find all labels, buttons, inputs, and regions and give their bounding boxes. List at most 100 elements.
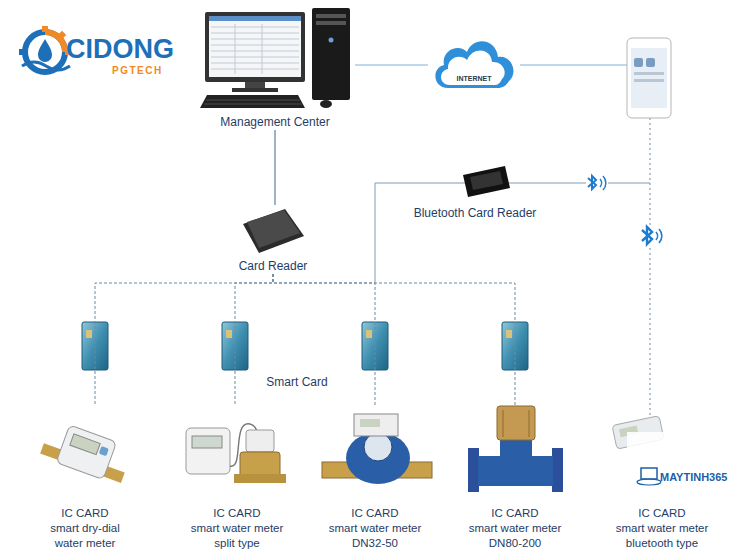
bluetooth-rune (642, 227, 652, 244)
keyboard (200, 95, 305, 108)
mouse (320, 100, 332, 108)
water-meter: IC CARDsmart water meter DN32-50 (305, 405, 445, 551)
phone-screen (631, 48, 667, 108)
meter-head (497, 406, 535, 440)
connector (355, 64, 428, 65)
bluetooth-rune (588, 176, 596, 189)
water-meter-text: smart water meter bluetooth type (612, 521, 712, 551)
symbol-backing (640, 225, 666, 247)
cloud-inner (441, 50, 505, 85)
gear-tooth (42, 26, 48, 32)
key-row (204, 104, 302, 105)
connector (95, 274, 273, 405)
card-reader-device (243, 209, 304, 253)
app-icon (646, 58, 655, 67)
tower (312, 8, 350, 100)
app-line (634, 72, 664, 75)
logo-wave (22, 62, 70, 70)
water-meter-text: smart water meter DN32-50 (325, 521, 425, 551)
signal-arcs (600, 176, 606, 190)
water-meter-text: smart water meter DN80-200 (465, 521, 565, 551)
management-center: Management Center (195, 5, 355, 130)
display-unit (186, 428, 230, 474)
water-meter-text: smart dry-dial water meter (35, 521, 135, 551)
monitor-stand (245, 82, 265, 89)
computer-illustration (200, 8, 350, 108)
lcd (192, 436, 222, 448)
tower-bay (316, 14, 346, 18)
screen (209, 16, 301, 77)
management-center-title: Management Center (220, 115, 329, 130)
reader-top (247, 210, 300, 248)
water-meter-title: IC CARD (213, 506, 260, 521)
watermark-orbit (637, 479, 661, 485)
connector (274, 130, 275, 205)
water-meter-title: IC CARD (491, 506, 538, 521)
meter-head (246, 430, 274, 452)
dn80-meter (468, 406, 563, 492)
dial (364, 433, 392, 461)
signal-arcs (656, 229, 662, 243)
card-slot (99, 446, 109, 456)
split-type-meter (186, 424, 286, 483)
flange (468, 448, 479, 492)
bluetooth-symbol (586, 174, 608, 192)
reader-top (470, 171, 503, 190)
app-icon (634, 58, 643, 67)
cloud-shape (428, 30, 520, 96)
logo-gear (19, 26, 71, 72)
card-reader: Card Reader (228, 205, 318, 274)
phone (627, 38, 671, 118)
logo-subname: PGTECH (112, 65, 182, 77)
monitor-base (232, 88, 278, 92)
card-reader-title: Card Reader (239, 259, 308, 274)
power-light (329, 38, 334, 43)
monitor (205, 12, 305, 82)
water-meter-title: IC CARD (61, 506, 108, 521)
pipe (234, 474, 286, 483)
internet-cloud-title: INTERNET (457, 74, 492, 83)
water-meter-title: IC CARD (638, 506, 685, 521)
water-meter-title: IC CARD (351, 506, 398, 521)
logo-drop (38, 39, 52, 62)
logo-name: CIDONG (66, 34, 196, 65)
bluetooth-wire (375, 183, 650, 184)
water-meter: IC CARDsmart water meter DN80-200 (445, 405, 585, 551)
bluetooth-reader-device (463, 166, 510, 197)
internet-wire (520, 64, 627, 65)
flange (552, 448, 563, 492)
bluetooth-card-reader-title: Bluetooth Card Reader (414, 206, 537, 221)
smart-cards (82, 322, 528, 370)
gear-tooth (19, 49, 25, 55)
tower-bay (316, 21, 346, 25)
key-row (206, 100, 300, 101)
group-label: Smart Card (247, 376, 347, 390)
card-chip (226, 330, 232, 338)
bluetooth-link (650, 118, 651, 418)
meter-body (478, 456, 553, 486)
water-meter-text: smart water meter split type (187, 521, 287, 551)
head-rib (529, 410, 530, 437)
symbol-backing (586, 174, 608, 192)
bluetooth-symbol (640, 225, 666, 247)
card-chip (86, 330, 92, 338)
dry-dial-meter (39, 419, 133, 486)
bluetooth-wire (375, 183, 376, 283)
screen-table (211, 24, 299, 74)
lcd (360, 419, 380, 427)
screen-bar (209, 16, 301, 21)
water-meter: IC CARDsmart dry-dial water meter (15, 405, 155, 551)
head-rib (503, 410, 504, 437)
dn32-meter (322, 414, 432, 484)
meter-body (346, 432, 410, 484)
card-chip (366, 330, 372, 338)
gear-tooth (58, 31, 66, 39)
reader-body (243, 209, 304, 253)
electronic-box (354, 414, 398, 436)
watermark: MAYTINH365 (660, 471, 748, 484)
phone-body (627, 38, 671, 118)
card-chip (506, 330, 512, 338)
